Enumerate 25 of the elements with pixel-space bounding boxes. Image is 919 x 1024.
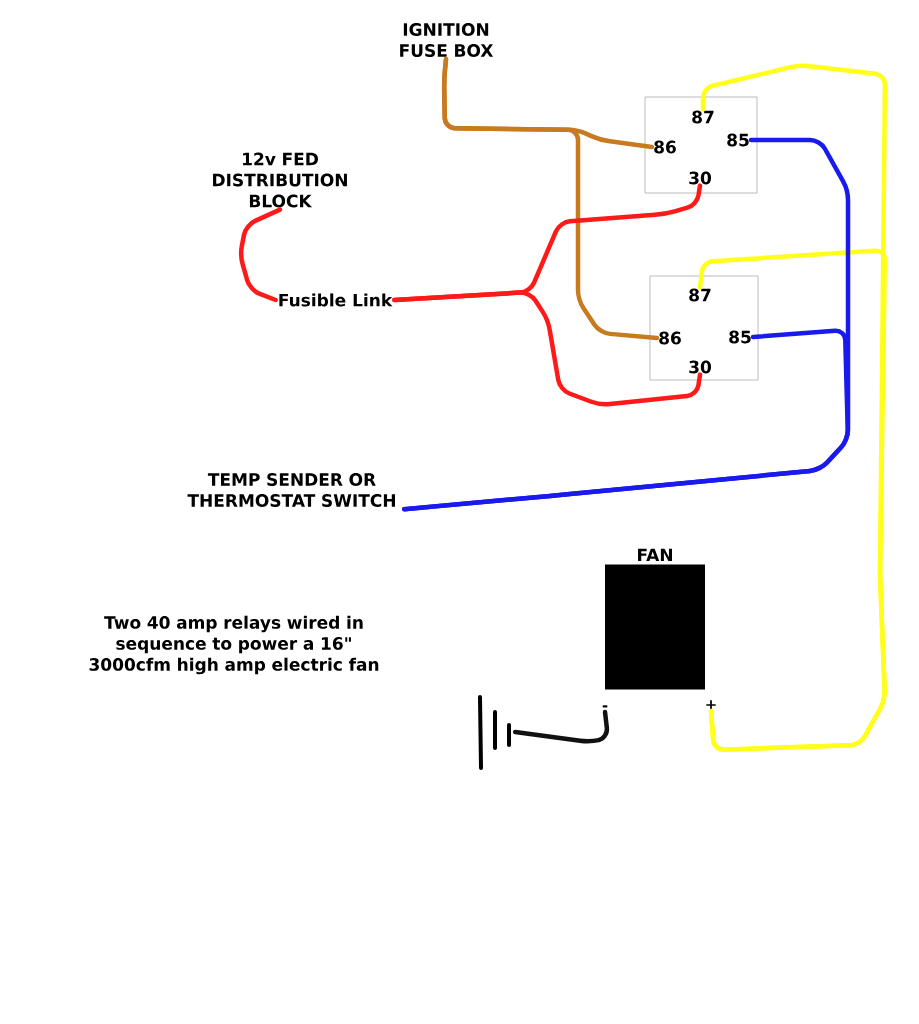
wire — [441, 56, 660, 341]
text-label: TEMP SENDER OR THERMOSTAT SWITCH — [187, 473, 395, 507]
text-label: 12v FED DISTRIBUTION BLOCK — [213, 152, 347, 208]
pin-number: 85 — [727, 133, 749, 147]
wire — [401, 328, 850, 512]
wire — [392, 290, 703, 407]
pin-number: 87 — [689, 288, 711, 302]
relay-box — [649, 275, 759, 381]
node-label: FAN — [638, 548, 672, 562]
pin-number: 85 — [729, 330, 751, 344]
pin-number: 30 — [689, 171, 711, 185]
note-text: Two 40 amp relays wired in sequence to power a 16" 3000cfm high amp electric fan — [89, 615, 379, 675]
text-label: Fusible Link — [279, 293, 393, 307]
wire — [239, 207, 283, 303]
terminal-sign: - — [602, 705, 608, 708]
wire — [697, 248, 888, 752]
text-label: IGNITION FUSE BOX — [400, 23, 494, 57]
pin-number: 86 — [659, 331, 681, 345]
ground-symbol — [478, 695, 511, 770]
wire — [512, 709, 610, 744]
pin-number: 87 — [692, 110, 714, 124]
relay-box — [644, 96, 758, 194]
fan-box: FAN — [605, 548, 705, 690]
pin-number: 30 — [689, 360, 711, 374]
pin-number: 86 — [654, 140, 676, 154]
